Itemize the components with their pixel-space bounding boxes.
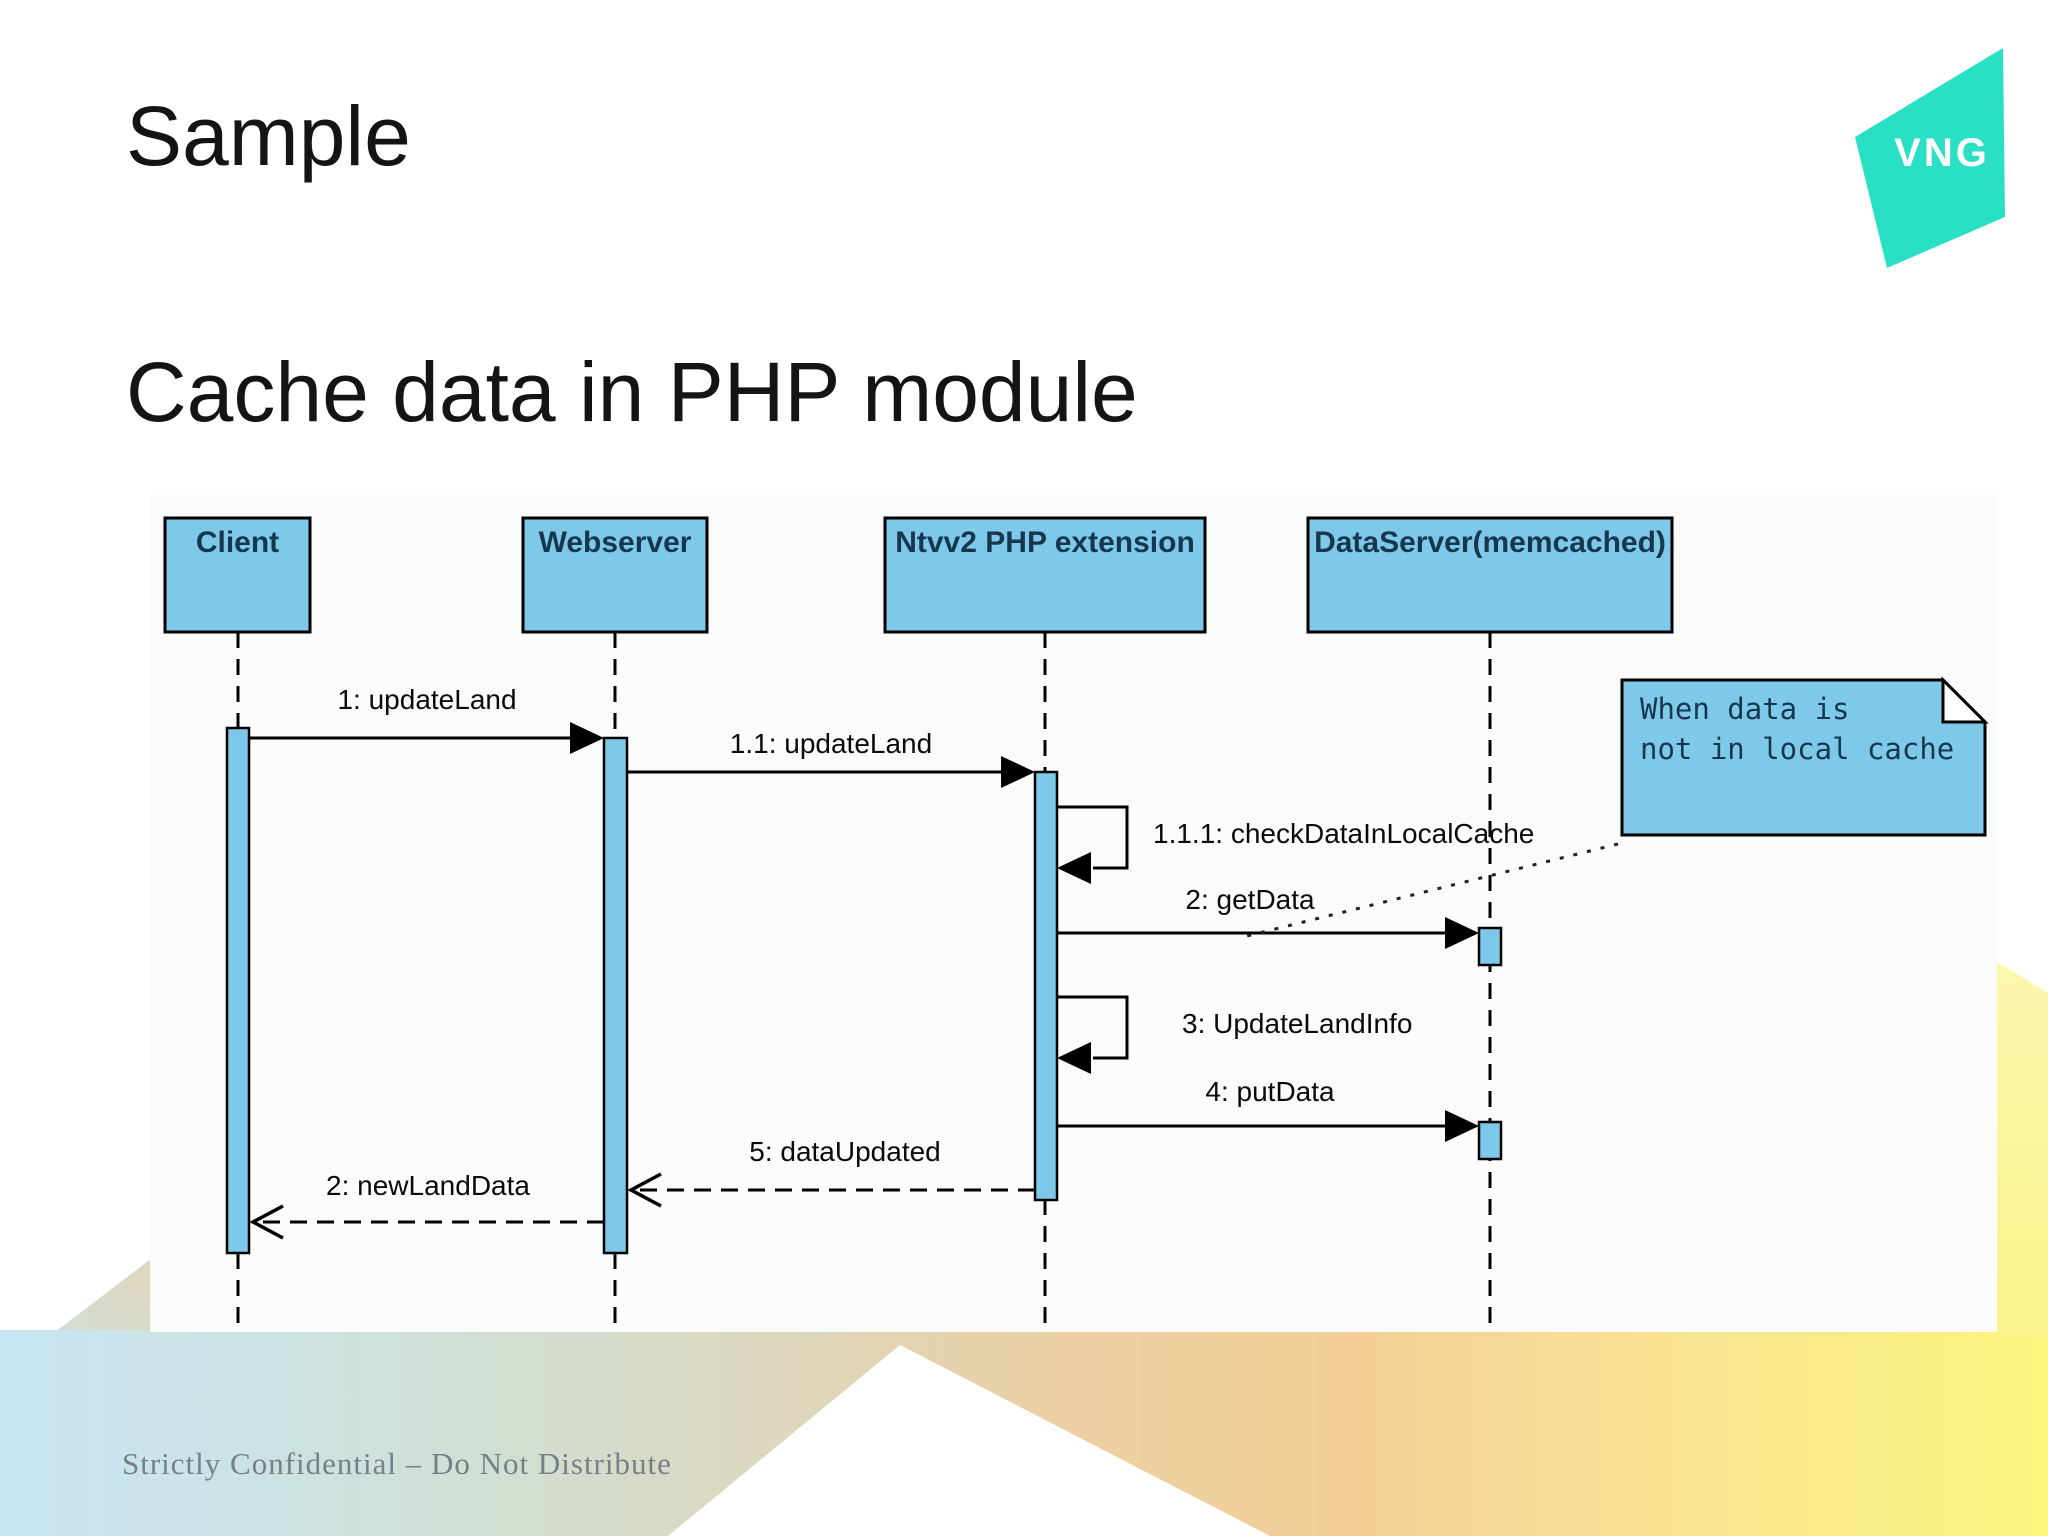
footer-confidential-text: Strictly Confidential – Do Not Distribut… (122, 1446, 672, 1481)
message-label-checkdatainlocalcache: 1.1.1: checkDataInLocalCache (1153, 818, 1535, 849)
node-box-client (163, 516, 312, 634)
node-box-dataserver (1306, 516, 1674, 634)
note-text-line1: When data is (1640, 692, 1850, 726)
arrow-4-putdata-head (1445, 1110, 1479, 1142)
arrow-2-newlanddata-head (249, 1204, 284, 1240)
vng-logo-shape (1855, 48, 2005, 268)
decor-right-yellow-strip (1997, 962, 2048, 1336)
activation-dataserver-2 (1477, 1120, 1503, 1161)
arrow-1-updateland-head (570, 722, 604, 754)
node-box-ntvv2 (883, 516, 1207, 634)
activation-webserver (602, 736, 629, 1255)
arrow-1-1-updateland-head (1001, 756, 1035, 788)
activation-client (225, 726, 251, 1255)
vng-logo-text: VNG (1894, 131, 1990, 175)
note-box (1620, 678, 1987, 837)
self-arrow-checkdata-head (1057, 852, 1091, 884)
message-label-updateland: 1: updateLand (337, 684, 517, 715)
activation-dataserver-1 (1477, 926, 1503, 967)
message-label-updatelandinfo: 3: UpdateLandInfo (1182, 1008, 1413, 1039)
lifeline-label-ntvv2: Ntvv2 PHP extension (895, 526, 1195, 559)
note-text-line2: not in local cache (1640, 732, 1955, 766)
message-label-dataupdated: 5: dataUpdated (749, 1136, 941, 1167)
lifeline-label-dataserver: DataServer(memcached) (1314, 526, 1666, 559)
lifeline-label-client: Client (195, 526, 280, 559)
message-label-newlanddata: 2: newLandData (326, 1170, 530, 1201)
message-label-getdata: 2: getData (1185, 884, 1315, 915)
message-label-1-1-updateland: 1.1: updateLand (729, 728, 933, 759)
activation-ntvv2 (1033, 770, 1059, 1202)
arrow-5-dataupdated-head (627, 1172, 662, 1208)
slide-title: Sample (126, 89, 411, 183)
message-label-putdata: 4: putData (1205, 1076, 1335, 1107)
arrow-2-getdata-head (1445, 917, 1479, 949)
self-arrow-updatelandinfo-line (1057, 995, 1129, 1060)
self-arrow-checkdata-line (1057, 805, 1129, 870)
decor-white-peak-triangle (668, 1345, 1270, 1536)
self-arrow-updatelandinfo-head (1057, 1042, 1091, 1074)
node-box-webserver (521, 516, 709, 634)
note-dogear (1941, 676, 1989, 724)
diagram-panel (150, 495, 1997, 1332)
lifeline-label-webserver: Webserver (538, 526, 692, 559)
slide-subtitle: Cache data in PHP module (126, 345, 1138, 439)
